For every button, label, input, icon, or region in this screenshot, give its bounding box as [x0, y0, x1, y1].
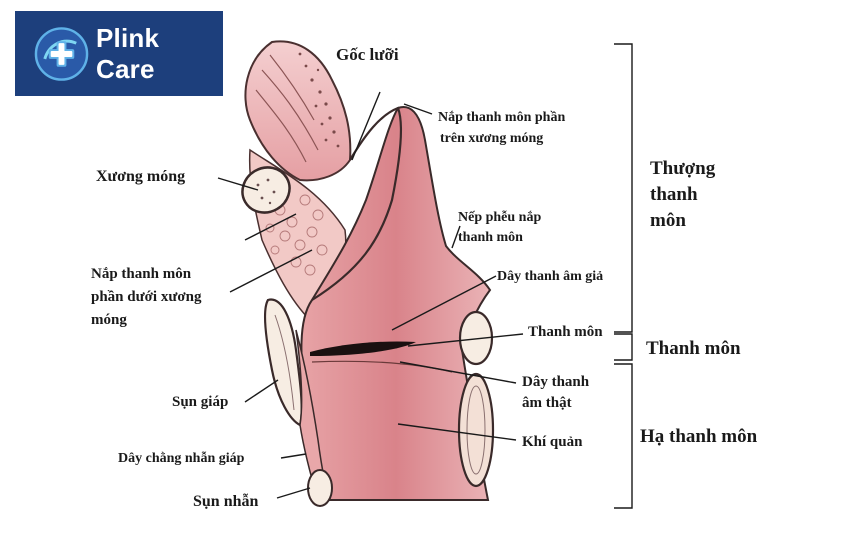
- region-brackets: [614, 43, 633, 509]
- region-thuong-2: thanh: [650, 184, 698, 205]
- label-sun-giap: Sụn giáp: [172, 394, 229, 410]
- epiglottis-edge: [311, 106, 402, 301]
- tongue-base-shape: [244, 40, 352, 182]
- leader-lines: [217, 91, 524, 499]
- hyoid-bone-shape: [241, 166, 291, 214]
- region-thuong-1: Thượng: [650, 158, 716, 179]
- glottis-slit: [310, 341, 416, 356]
- brand-name: Plink Care: [96, 22, 160, 84]
- hyoid-texture: [256, 178, 276, 205]
- label-khi-quan: Khí quản: [522, 434, 583, 450]
- label-thanh-mon: Thanh môn: [528, 324, 603, 340]
- region-thuong-3: môn: [650, 210, 686, 231]
- label-day-thanh-gia: Dây thanh âm giả: [497, 269, 604, 284]
- region-ha-thanh-mon: Hạ thanh môn: [640, 426, 758, 447]
- cricoid-plate-inner: [466, 385, 486, 475]
- cricoid-plate-shape: [457, 372, 495, 488]
- label-day-that-1: Dây thanh: [522, 374, 590, 390]
- fat-texture: [265, 194, 328, 276]
- label-nap-duoi-1: Nắp thanh môn: [91, 266, 192, 282]
- label-nep-phau-1: Nếp phễu nắp: [458, 210, 542, 225]
- cricoid-cartilage-shape: [307, 469, 333, 507]
- label-nap-tren-1: Nắp thanh môn phần: [438, 110, 566, 125]
- arytenoid-shape: [458, 310, 494, 366]
- medical-cross-logo-icon: [34, 26, 89, 81]
- label-sun-nhan: Sụn nhẫn: [193, 493, 259, 510]
- region-thanh-mon: Thanh môn: [646, 338, 741, 359]
- label-nap-tren-2: trên xương móng: [440, 131, 544, 146]
- tongue-texture: [298, 52, 340, 148]
- label-nep-phau-2: thanh môn: [458, 230, 523, 245]
- brand-logo: Plink Care: [15, 11, 223, 96]
- label-nap-duoi-3: móng: [91, 312, 127, 328]
- label-xuong-mong: Xương móng: [96, 168, 186, 185]
- thyroid-cartilage-shape: [263, 298, 303, 427]
- label-nap-duoi-2: phần dưới xương: [91, 289, 202, 305]
- tongue-folds: [255, 54, 319, 163]
- label-goc-luoi: Gốc lưỡi: [336, 45, 399, 64]
- label-day-that-2: âm thật: [522, 395, 572, 411]
- thyroid-inner: [274, 314, 295, 411]
- label-day-chang: Dây chằng nhẫn giáp: [118, 451, 245, 466]
